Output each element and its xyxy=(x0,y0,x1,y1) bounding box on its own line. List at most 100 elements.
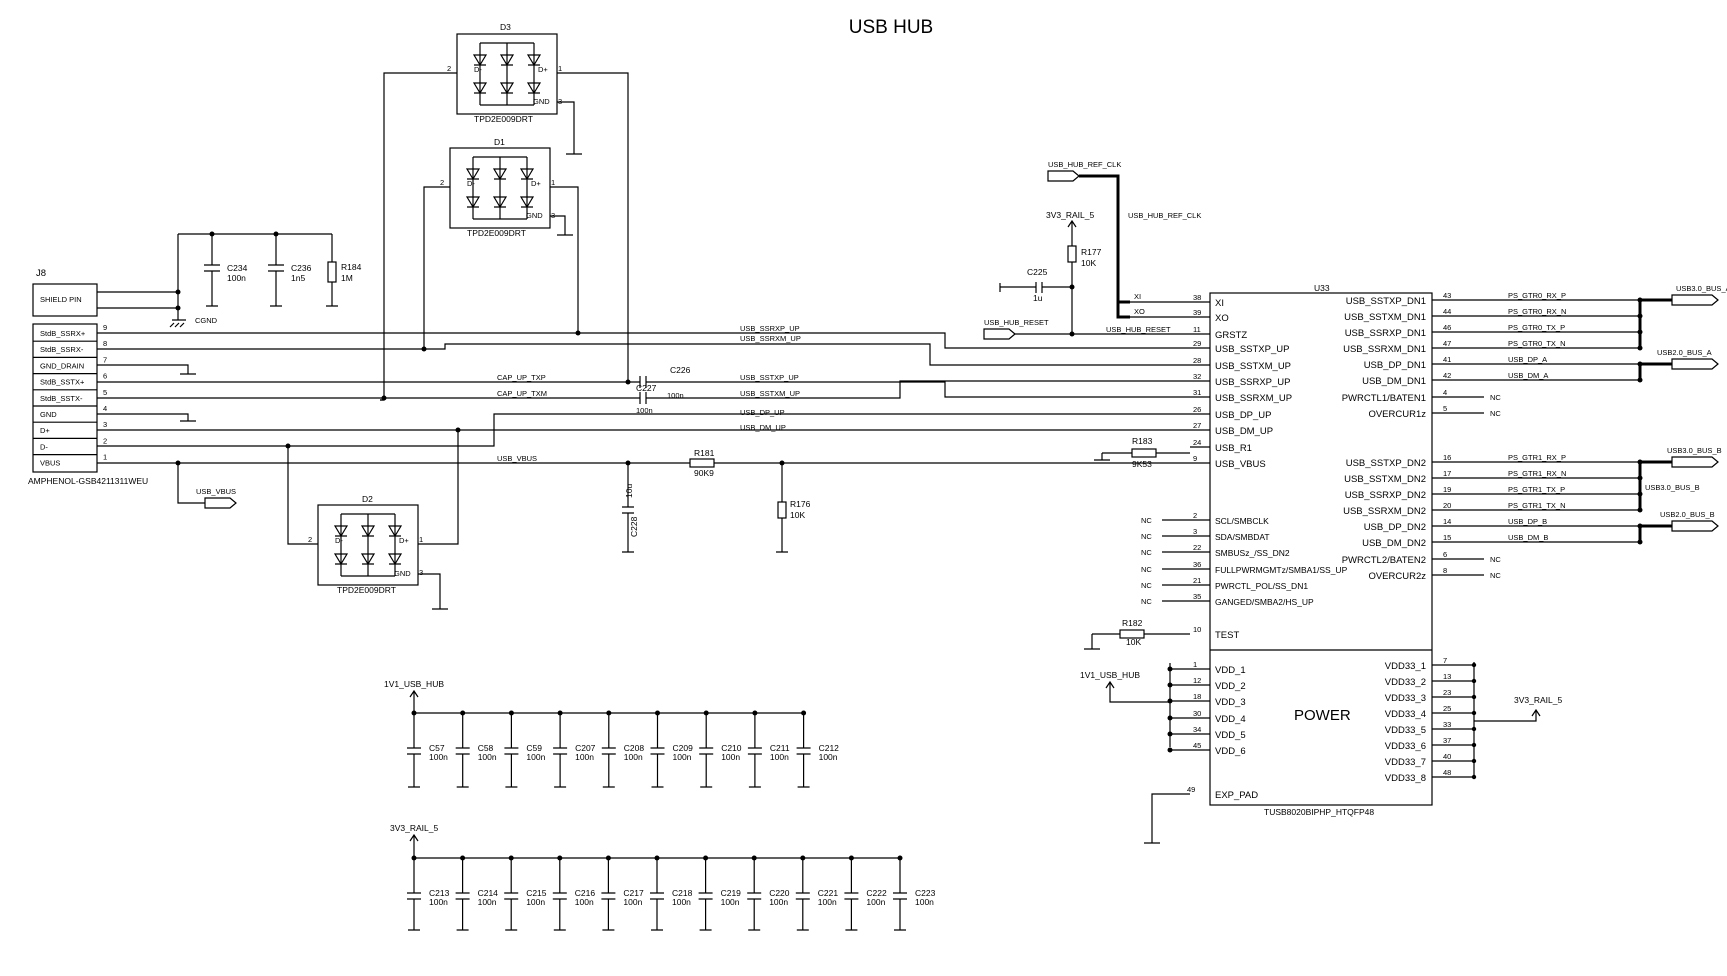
decap-ref: C211 xyxy=(770,743,790,753)
decap-value: 100n xyxy=(624,752,643,762)
downstream-net: PS_GTR0_RX_N xyxy=(1508,307,1566,316)
connector-pin-number: 9 xyxy=(103,323,107,332)
hub-pin-name: VDD33_6 xyxy=(1385,741,1426,752)
hub-pin-number: 47 xyxy=(1443,339,1451,348)
u33-body xyxy=(1209,292,1433,806)
decap-ref: C58 xyxy=(478,743,494,753)
decap-value: 100n xyxy=(673,752,692,762)
nc-label: NC xyxy=(1141,581,1152,590)
nc-label: NC xyxy=(1141,516,1152,525)
hub-pin-number: 25 xyxy=(1443,704,1451,713)
hub-pin-name: SCL/SMBCLK xyxy=(1215,516,1269,526)
hub-pin-name: USB_DM_UP xyxy=(1215,426,1273,437)
hub-pin-number: 46 xyxy=(1443,323,1451,332)
svg-text:D-: D- xyxy=(467,179,475,188)
decap-ref: C218 xyxy=(672,888,693,898)
decap-ref: C212 xyxy=(819,743,840,753)
nc-label: NC xyxy=(1490,393,1501,402)
connector-pin-number: 5 xyxy=(103,388,107,397)
shield-pin-box xyxy=(32,283,98,317)
net-ssrxp-up: USB_SSRXP_UP xyxy=(740,324,800,333)
nc-label: NC xyxy=(1490,571,1501,580)
hub-reset-offpage-label: USB_HUB_RESET xyxy=(984,318,1049,327)
decap-value: 100n xyxy=(478,897,497,907)
d2-part: TPD2E009DRT xyxy=(337,585,396,595)
hub-pin-number: 28 xyxy=(1193,356,1201,365)
connector-j8: J8 SHIELD PIN StdB_SSRX+9StdB_SSRX-8GND_… xyxy=(28,268,148,486)
svg-text:D+: D+ xyxy=(399,536,409,545)
r181-ref: R181 xyxy=(694,448,715,458)
svg-text:GND: GND xyxy=(533,97,550,106)
hub-pin-number: 48 xyxy=(1443,768,1451,777)
hub-pin-number: 4 xyxy=(1443,388,1447,397)
r177-ref: R177 xyxy=(1081,247,1102,257)
connector-pins: StdB_SSRX+9StdB_SSRX-8GND_DRAIN7StdB_SST… xyxy=(33,323,107,468)
hub-pin-number: 40 xyxy=(1443,752,1451,761)
hub-pin-name: USB_SSRXM_UP xyxy=(1215,393,1292,404)
cgnd-label: CGND xyxy=(195,316,218,325)
connector-pin-number: 1 xyxy=(103,453,107,462)
hub-pin-name: VDD33_1 xyxy=(1385,661,1426,672)
hub-pin-name: OVERCUR2z xyxy=(1368,571,1426,582)
nc-label: NC xyxy=(1141,532,1152,541)
hub-pin-name: XI xyxy=(1215,298,1224,309)
hub-pin-name: USB_SSTXM_DN1 xyxy=(1344,312,1426,323)
c226-ref: C226 xyxy=(670,365,691,375)
r182-value: 10K xyxy=(1126,637,1141,647)
hub-pin-number: 7 xyxy=(1443,656,1447,665)
hub-pin-number: 41 xyxy=(1443,355,1451,364)
svg-text:1: 1 xyxy=(419,535,423,544)
ref-clk-offpage-label: USB_HUB_REF_CLK xyxy=(1048,160,1121,169)
bus-offpage-label: USB2.0_BUS_B xyxy=(1660,510,1715,519)
decap-value: 100n xyxy=(623,897,642,907)
r177-value: 10K xyxy=(1081,258,1096,268)
connector-ref: J8 xyxy=(36,268,46,279)
connector-pin-name: GND_DRAIN xyxy=(40,361,84,370)
hub-pin-name: USB_SSRXP_DN1 xyxy=(1345,328,1426,339)
hub-pin-number: 13 xyxy=(1443,672,1451,681)
hub-pin-number: 24 xyxy=(1193,438,1201,447)
hub-pin-name: FULLPWRMGMTz/SMBA1/SS_UP xyxy=(1215,565,1348,575)
hub-pin-number: 15 xyxy=(1443,533,1451,542)
downstream-net: PS_GTR0_TX_N xyxy=(1508,339,1566,348)
net-vbus: USB_VBUS xyxy=(497,454,537,463)
decap-value: 100n xyxy=(672,897,691,907)
c236-ref: C236 xyxy=(291,263,312,273)
hub-pin-name: USB_SSRXP_UP xyxy=(1215,377,1291,388)
c227-value: 100n xyxy=(636,406,653,415)
hub-pin-number: 43 xyxy=(1443,291,1451,300)
hub-pin-name: USB_SSTXP_DN1 xyxy=(1346,296,1426,307)
decap-value: 100n xyxy=(526,897,545,907)
d3-ref: D3 xyxy=(500,22,511,32)
hub-pin-name: OVERCUR1z xyxy=(1368,409,1426,420)
decap-ref: C219 xyxy=(721,888,742,898)
hub-pin-name: USB_DM_DN1 xyxy=(1362,376,1426,387)
bus-offpage-label: USB2.0_BUS_A xyxy=(1657,348,1712,357)
net-cap-up-txm: CAP_UP_TXM xyxy=(497,389,547,398)
net-ssrxm-up: USB_SSRXM_UP xyxy=(740,334,801,343)
decap-ref: C59 xyxy=(526,743,542,753)
svg-text:2: 2 xyxy=(440,178,444,187)
svg-text:GND: GND xyxy=(394,569,411,578)
hub-pin-number: 42 xyxy=(1443,371,1451,380)
hub-pin-name: USB_VBUS xyxy=(1215,459,1266,470)
connector-pin-name: VBUS xyxy=(40,459,60,468)
hub-pin-number: 11 xyxy=(1193,325,1201,334)
hub-pin-number: 45 xyxy=(1193,741,1201,750)
hub-pin-name: VDD33_8 xyxy=(1385,773,1426,784)
usb-vbus-offpage xyxy=(204,497,237,509)
hub-pin-number: 29 xyxy=(1193,339,1201,348)
ref-clk-offpage xyxy=(1047,170,1080,182)
hub-pin-name: PWRCTL_POL/SS_DN1 xyxy=(1215,581,1308,591)
hub-pin-name: VDD_1 xyxy=(1215,665,1246,676)
nc-label: NC xyxy=(1490,555,1501,564)
downstream-net: PS_GTR1_RX_N xyxy=(1508,469,1566,478)
esd-d1: D1 D- D+ GND 2 1 3 TPD2E009DRT xyxy=(440,137,555,238)
connector-pin-name: StdB_SSTX- xyxy=(40,394,83,403)
hub-pin-name: GANGED/SMBA2/HS_UP xyxy=(1215,597,1314,607)
hub-pin-number: 27 xyxy=(1193,421,1201,430)
r176-value: 10K xyxy=(790,510,805,520)
hub-pin-number: 6 xyxy=(1443,550,1447,559)
nc-label: NC xyxy=(1141,565,1152,574)
hub-pin-number: 19 xyxy=(1443,485,1451,494)
